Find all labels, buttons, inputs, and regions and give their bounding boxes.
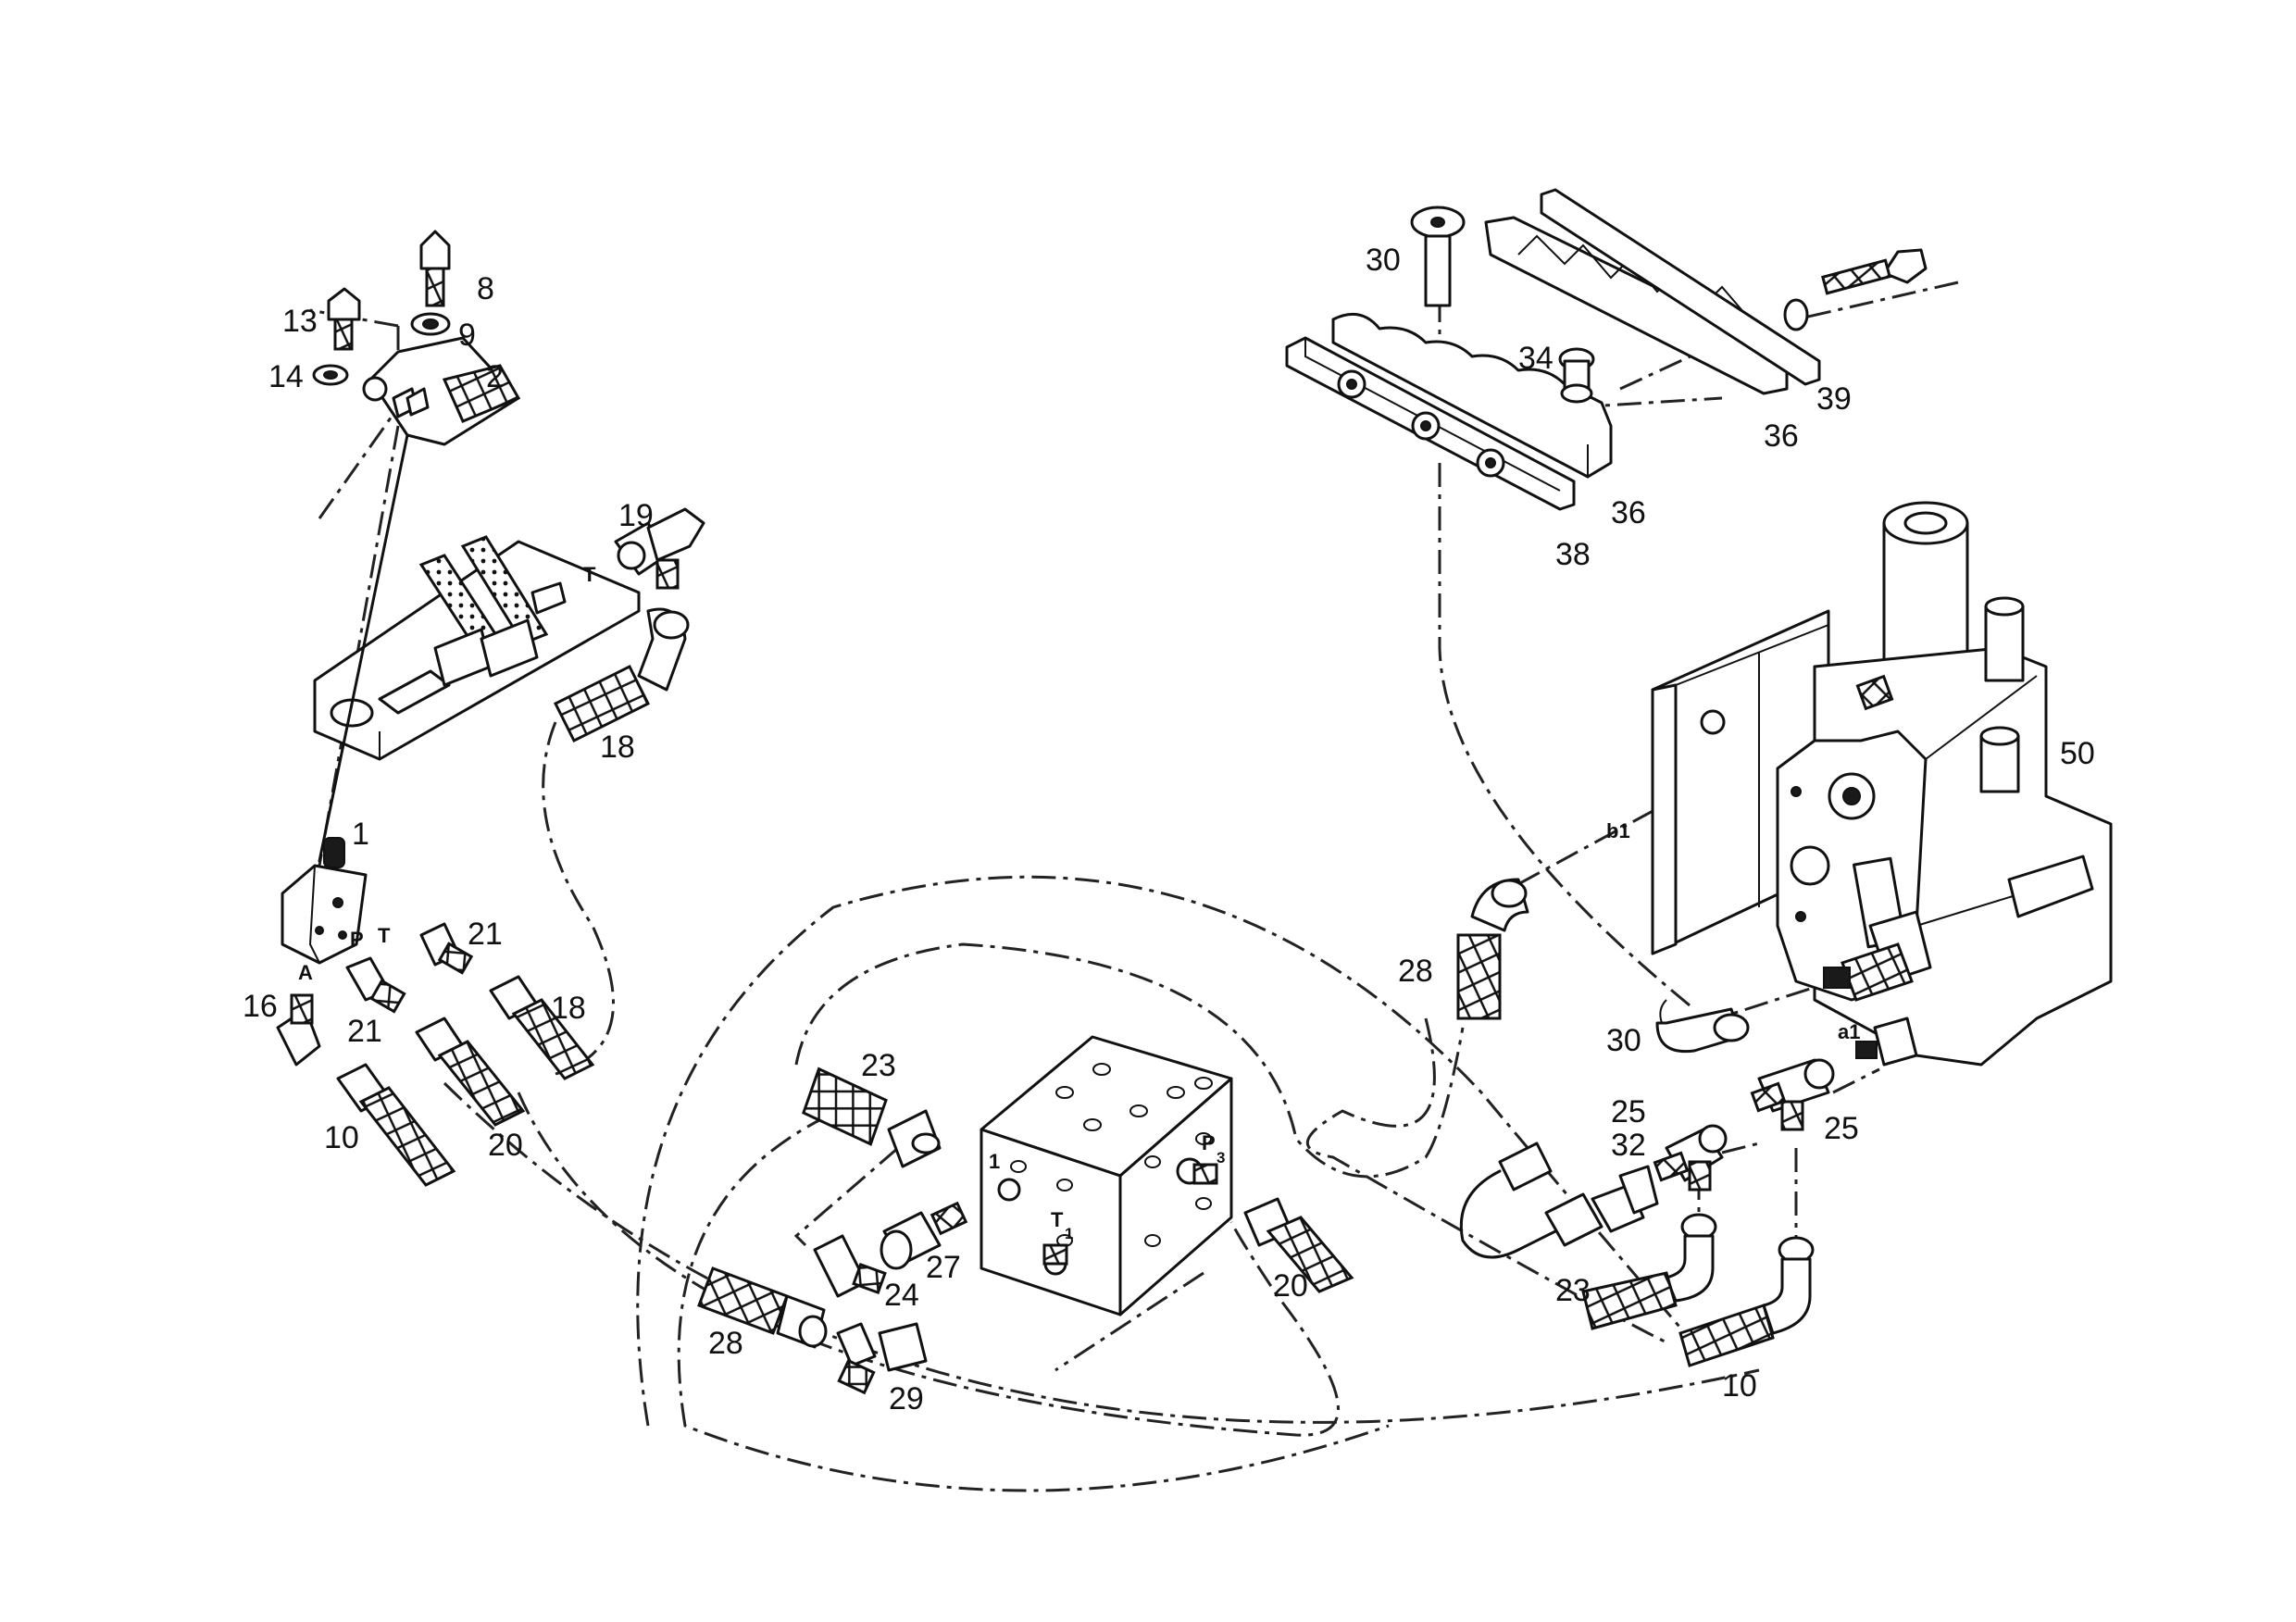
callout-16: 16: [243, 989, 278, 1024]
callout-10-right: 10: [1722, 1368, 1757, 1404]
port-P-valve: P: [350, 928, 364, 951]
fitting-29: [836, 1322, 928, 1395]
callout-39: 39: [1816, 381, 1852, 417]
svg-text:3: 3: [1217, 1149, 1225, 1167]
callout-28-center: 28: [708, 1326, 743, 1361]
port-T-valve: T: [378, 924, 391, 947]
callout-38: 38: [1555, 537, 1591, 572]
pedal-right: [460, 535, 549, 678]
control-valve-50: [1651, 501, 2113, 1067]
tee-fitting-25-left: [1653, 1124, 1728, 1192]
hose-18-lower: [489, 975, 595, 1080]
strip-39: [1540, 188, 1821, 386]
callout-36-upper: 36: [1764, 418, 1799, 454]
callout-20-left: 20: [488, 1128, 523, 1163]
port-b1: b1: [1606, 819, 1630, 842]
washer-9: [410, 312, 451, 336]
callout-9: 9: [458, 318, 476, 353]
pilot-valve: [281, 837, 368, 965]
hose-10-right: [1678, 1236, 1815, 1367]
callout-24: 24: [884, 1278, 919, 1313]
callout-18-lower: 18: [551, 991, 586, 1026]
fitting-21-upper: [419, 922, 474, 975]
tee-fitting-24: [813, 1234, 887, 1298]
t-bolt-30: [1410, 206, 1466, 307]
callout-30-top: 30: [1366, 243, 1401, 278]
washer-14: [312, 364, 349, 386]
callout-21-upper: 21: [468, 917, 503, 952]
hose-20-left: [415, 1017, 526, 1127]
pedal-left: [418, 554, 507, 687]
svg-text:P: P: [1202, 1131, 1216, 1154]
callout-8: 8: [477, 271, 494, 306]
port-T1: T 1: [1051, 1208, 1073, 1242]
port-A-valve: A: [298, 961, 313, 984]
hose-28-right: [1456, 878, 1529, 1020]
callout-13: 13: [282, 304, 318, 339]
callout-14: 14: [268, 359, 304, 394]
callout-19: 19: [618, 498, 654, 533]
callout-10-left: 10: [324, 1120, 359, 1155]
block-top-holes: [1055, 1063, 1213, 1131]
hose-18-upper: [553, 607, 690, 743]
fitting-21-left: [345, 956, 406, 1014]
callout-labels: 8 9 13 14 2 1 19 18 21 18 16 21 10 20 23…: [243, 243, 2095, 1416]
callout-1: 1: [352, 817, 369, 852]
callout-28-right: 28: [1398, 954, 1433, 989]
distributor-block: [980, 1035, 1233, 1316]
rail-36-lower: [1331, 312, 1613, 479]
callout-20-right: 20: [1273, 1268, 1308, 1304]
callout-25-left: 25: [1611, 1094, 1646, 1129]
callout-2: 2: [486, 359, 504, 394]
hose-20-right: [1243, 1197, 1354, 1293]
callout-23-right: 23: [1555, 1273, 1591, 1308]
port-P3: P 3: [1202, 1131, 1225, 1167]
callout-30-lower: 30: [1606, 1023, 1641, 1058]
rail-38: [1285, 336, 1576, 511]
port-1: 1: [989, 1150, 1000, 1173]
port-labels: T T P A b1 a1 1 P 3 T 1: [298, 563, 1860, 1242]
hose-28-center: [697, 1266, 828, 1349]
callout-18-upper: 18: [600, 730, 635, 765]
callout-29: 29: [889, 1381, 924, 1416]
callout-21-lower: 21: [347, 1014, 382, 1049]
hose-23-center: [802, 1067, 942, 1168]
callout-36-lower: 36: [1611, 495, 1646, 530]
top-bolt: [1783, 248, 1928, 331]
hose-30-lower: [1655, 999, 1750, 1054]
mounting-rails: [1285, 188, 1928, 511]
hose-23-right: [1581, 1213, 1717, 1330]
tee-fitting-19: [614, 507, 705, 590]
callout-27: 27: [926, 1250, 961, 1285]
bolt-8: [419, 230, 451, 307]
callout-50: 50: [2060, 736, 2095, 771]
pedal-assembly: [312, 230, 641, 863]
callout-34: 34: [1518, 341, 1554, 376]
fitting-27: [880, 1201, 968, 1270]
bolt-13: [327, 287, 361, 351]
svg-text:1: 1: [1065, 1225, 1073, 1242]
block-front-holes: [997, 1160, 1073, 1276]
pedal-rod: [318, 433, 409, 863]
svg-text:T: T: [1051, 1208, 1064, 1231]
tee-fitting-25-right: [1750, 1058, 1835, 1131]
callout-32: 32: [1611, 1128, 1646, 1163]
hose-10-left: [336, 1063, 456, 1187]
port-T-pedal: T: [583, 563, 596, 586]
spacer-34: [1558, 347, 1595, 404]
sensor-32: [1459, 1142, 1659, 1259]
elbow-fitting-16: [276, 993, 321, 1067]
block-side-holes: [1144, 1132, 1218, 1247]
callout-23-center: 23: [861, 1048, 896, 1083]
port-a1: a1: [1838, 1020, 1860, 1043]
callout-25-right: 25: [1824, 1111, 1859, 1146]
